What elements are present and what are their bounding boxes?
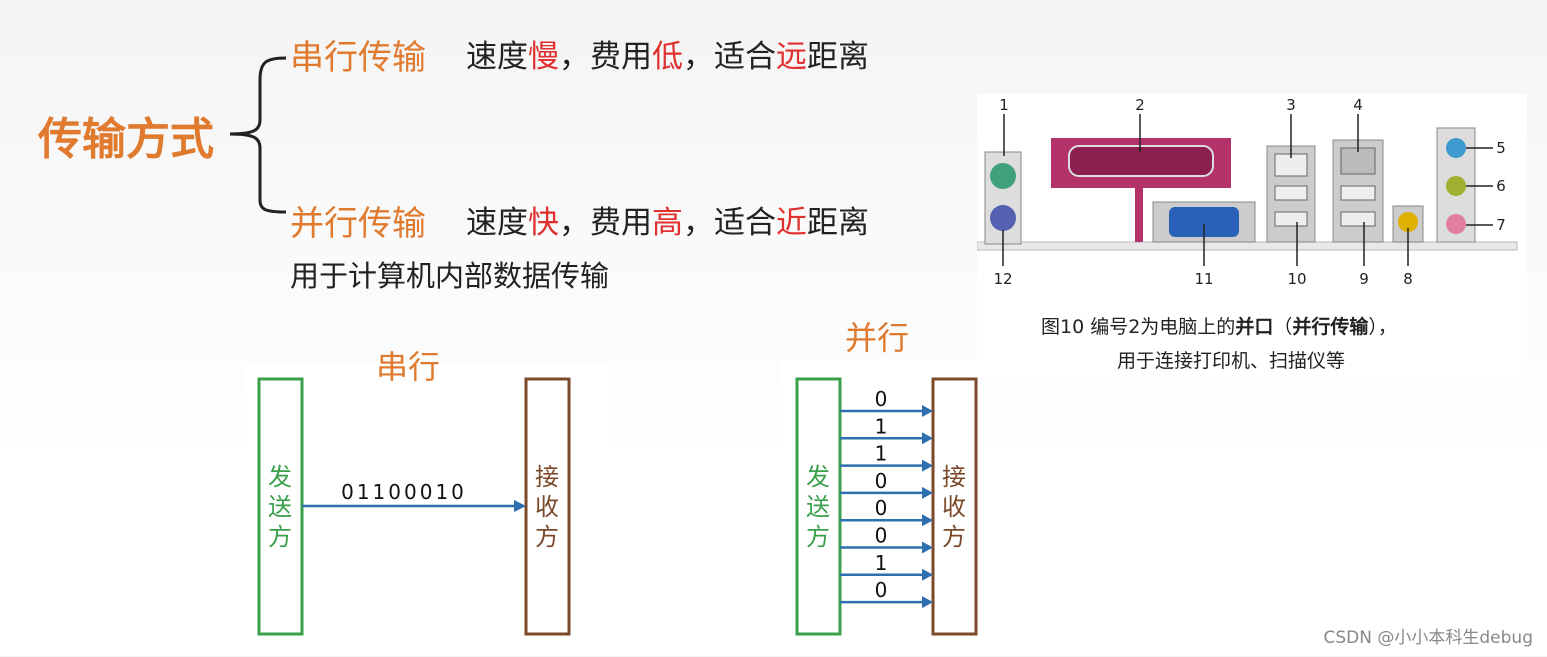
parallel-bit-label: 1 [875,414,888,438]
vertical-char: 送 [806,493,830,521]
parallel-bit-label: 0 [875,524,888,548]
port-number: 12 [993,270,1012,288]
port-number: 8 [1403,270,1413,288]
vga-port [1169,207,1239,237]
vertical-char: 送 [268,493,292,521]
serial-label: 串行传输 [290,38,426,78]
vertical-char: 收 [942,493,966,521]
highlight-word: 近 [776,205,807,241]
vertical-char: 发 [806,463,830,491]
main-title: 传输方式 [38,114,214,165]
parallel-label: 并行传输 [290,204,426,244]
ps2-keyboard-port [990,205,1016,231]
vertical-char: 接 [535,463,559,491]
port-figure-panel: 1 2 3 4 5 6 7 12 11 10 9 8 图10 编号2为电脑上的并… [976,94,1527,376]
parallel-bit-label: 0 [875,578,888,602]
serial-description: 速度慢，费用低，适合远距离 [466,31,869,76]
highlight-word: 低 [652,39,683,75]
parallel-arrow-head [922,568,933,581]
watermark: CSDN @小小本科生debug [1323,628,1533,648]
description-text: 距离 [807,39,869,75]
ps2-mouse-port [990,163,1016,189]
vertical-char: 接 [942,463,966,491]
parallel-bit-label: 0 [875,469,888,493]
port-number: 3 [1286,96,1296,114]
description-text: 速度 [466,39,528,75]
parallel-diagram: 01100010 发送方 接收方 [795,377,978,636]
figure-caption-line2: 用于连接打印机、扫描仪等 [1117,350,1346,372]
highlight-word: 远 [776,39,807,75]
parallel-arrow-head [922,432,933,445]
parallel-bit-label: 0 [875,387,888,411]
vertical-char: 方 [268,523,292,551]
port-number: 4 [1353,96,1363,114]
vertical-char: 方 [535,523,559,551]
port-number: 11 [1194,270,1213,288]
serial-arrow-head [514,500,526,512]
parallel-bit-label: 1 [875,442,888,466]
serial-sender-label: 发送方 [268,463,292,551]
parallel-arrow-head [922,405,933,417]
parallel-diagram-title: 并行 [845,319,910,357]
vertical-char: 收 [535,493,559,521]
port-number: 2 [1135,96,1145,114]
parallel-receiver-box [931,377,978,636]
serial-receiver-label: 接收方 [535,463,559,551]
description-text: ，适合 [683,39,776,75]
description-text: 速度 [466,205,528,241]
parallel-bit-label: 1 [875,551,888,575]
parallel-receiver-label: 接收方 [942,463,966,551]
port-number: 9 [1359,270,1369,288]
figure-caption-line1: 图10 编号2为电脑上的并口（并行传输）， [1041,316,1397,338]
parallel-sender-label: 发送方 [806,463,830,551]
serial-receiver-box [524,377,571,636]
description-text: ，费用 [559,39,652,75]
parallel-arrow-head [922,486,933,499]
parallel-note: 用于计算机内部数据传输 [290,259,610,293]
vertical-char: 方 [942,523,966,551]
description-text: ，适合 [683,205,776,241]
port-figure-image: 1 2 3 4 5 6 7 12 11 10 9 8 [976,96,1518,288]
serial-diagram-panel: 01100010 发送方 接收方 [244,363,609,653]
brace-shape [229,56,287,214]
serial-diagram: 01100010 发送方 接收方 [257,377,571,636]
description-text: 距离 [807,205,869,241]
port-number: 6 [1496,177,1506,195]
port-number: 10 [1287,270,1306,288]
vertical-char: 发 [268,463,292,491]
port-number: 7 [1496,216,1506,234]
highlight-word: 快 [528,205,559,241]
port-number: 5 [1496,139,1506,157]
parallel-sender-box [795,377,842,636]
parallel-arrow-head [922,596,933,609]
vertical-char: 方 [806,523,830,551]
highlight-word: 高 [652,205,683,241]
parallel-bit-label: 0 [875,496,888,520]
parallel-arrow-head [922,459,933,472]
serial-diagram-title: 串行 [376,348,441,386]
serial-bits: 01100010 [341,480,467,504]
highlight-word: 慢 [528,39,559,75]
description-text: ，费用 [559,205,652,241]
parallel-description: 速度快，费用高，适合近距离 [466,197,869,242]
parallel-arrow-head [922,514,933,527]
port-number: 1 [999,96,1009,114]
spdif-port [1398,212,1418,232]
parallel-arrow-head [922,541,933,554]
